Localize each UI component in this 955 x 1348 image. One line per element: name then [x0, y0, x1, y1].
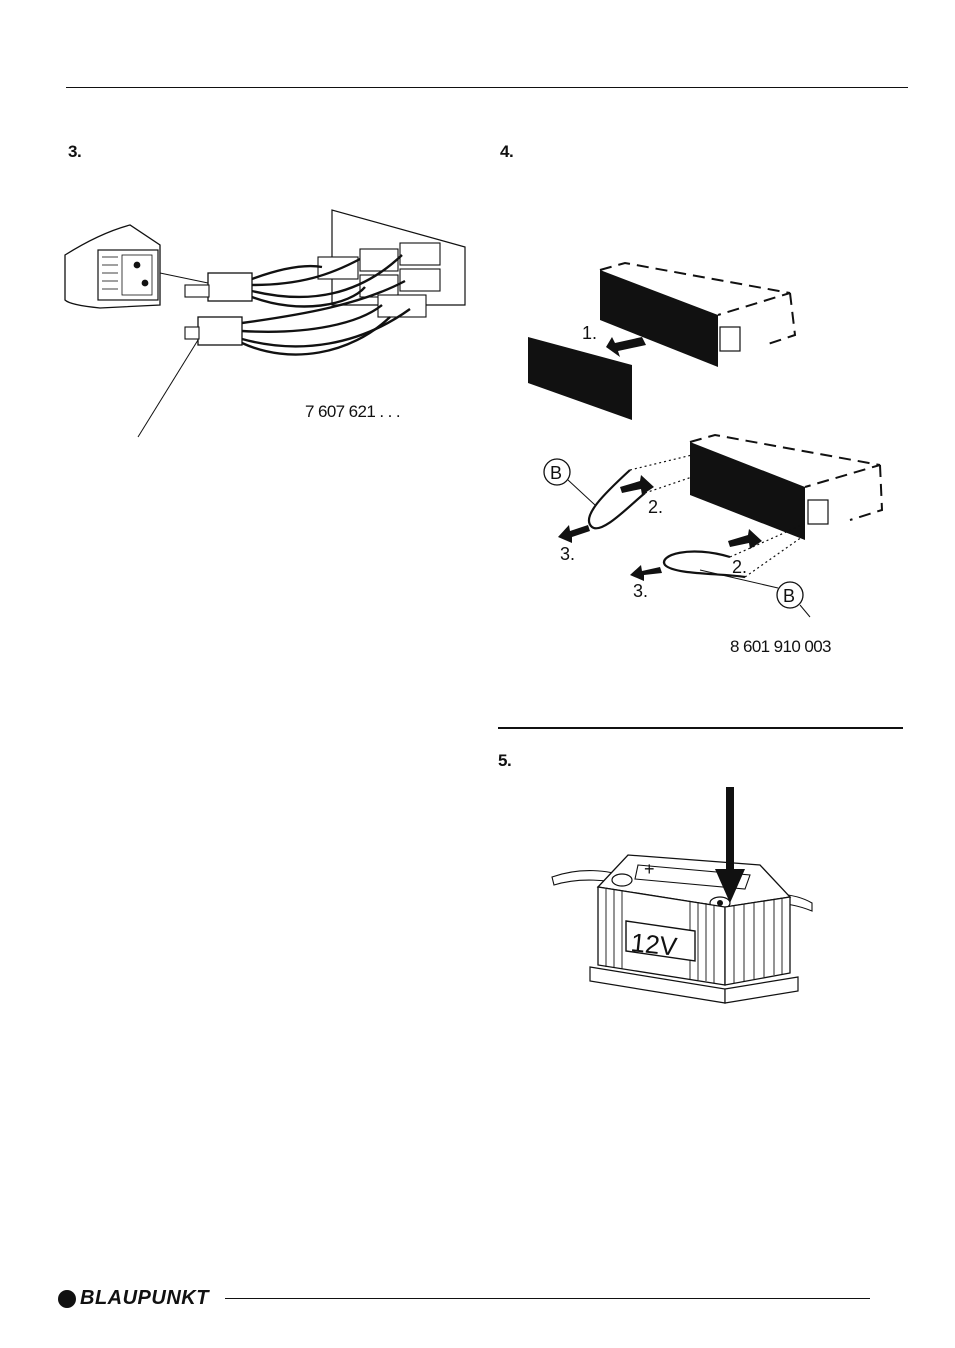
step-3-number: 3.: [68, 142, 81, 162]
section-rule: [498, 727, 903, 729]
logo-dot-icon: [58, 1290, 76, 1308]
fig4-step-1-label: 1.: [582, 323, 597, 343]
step-4-number: 4.: [500, 142, 513, 162]
brand-logo: BLAUPUNKT: [58, 1287, 209, 1310]
svg-text:+: +: [644, 859, 655, 879]
battery-voltage-label: 12V: [629, 927, 679, 962]
adapter-part-number: 7 607 621 . . .: [305, 402, 400, 422]
header-rule: [66, 87, 908, 88]
wiring-harness-illustration: [60, 205, 480, 445]
fig4-step-3a-label: 3.: [560, 544, 575, 564]
radio-removal-illustration: 1. 2. 3. 2. 3. B B: [520, 255, 900, 620]
fig4-step-2a-label: 2.: [648, 497, 663, 517]
battery-illustration: + 12V: [550, 785, 820, 1007]
release-key-label-a: B: [550, 463, 562, 483]
brand-name: BLAUPUNKT: [80, 1287, 209, 1310]
release-key-label-b: B: [783, 586, 795, 606]
footer-rule: [225, 1298, 870, 1299]
release-key-part-number: 8 601 910 003: [730, 637, 831, 657]
step-5-number: 5.: [498, 751, 511, 771]
fig4-step-2b-label: 2.: [732, 557, 747, 577]
fig4-step-3b-label: 3.: [633, 581, 648, 601]
